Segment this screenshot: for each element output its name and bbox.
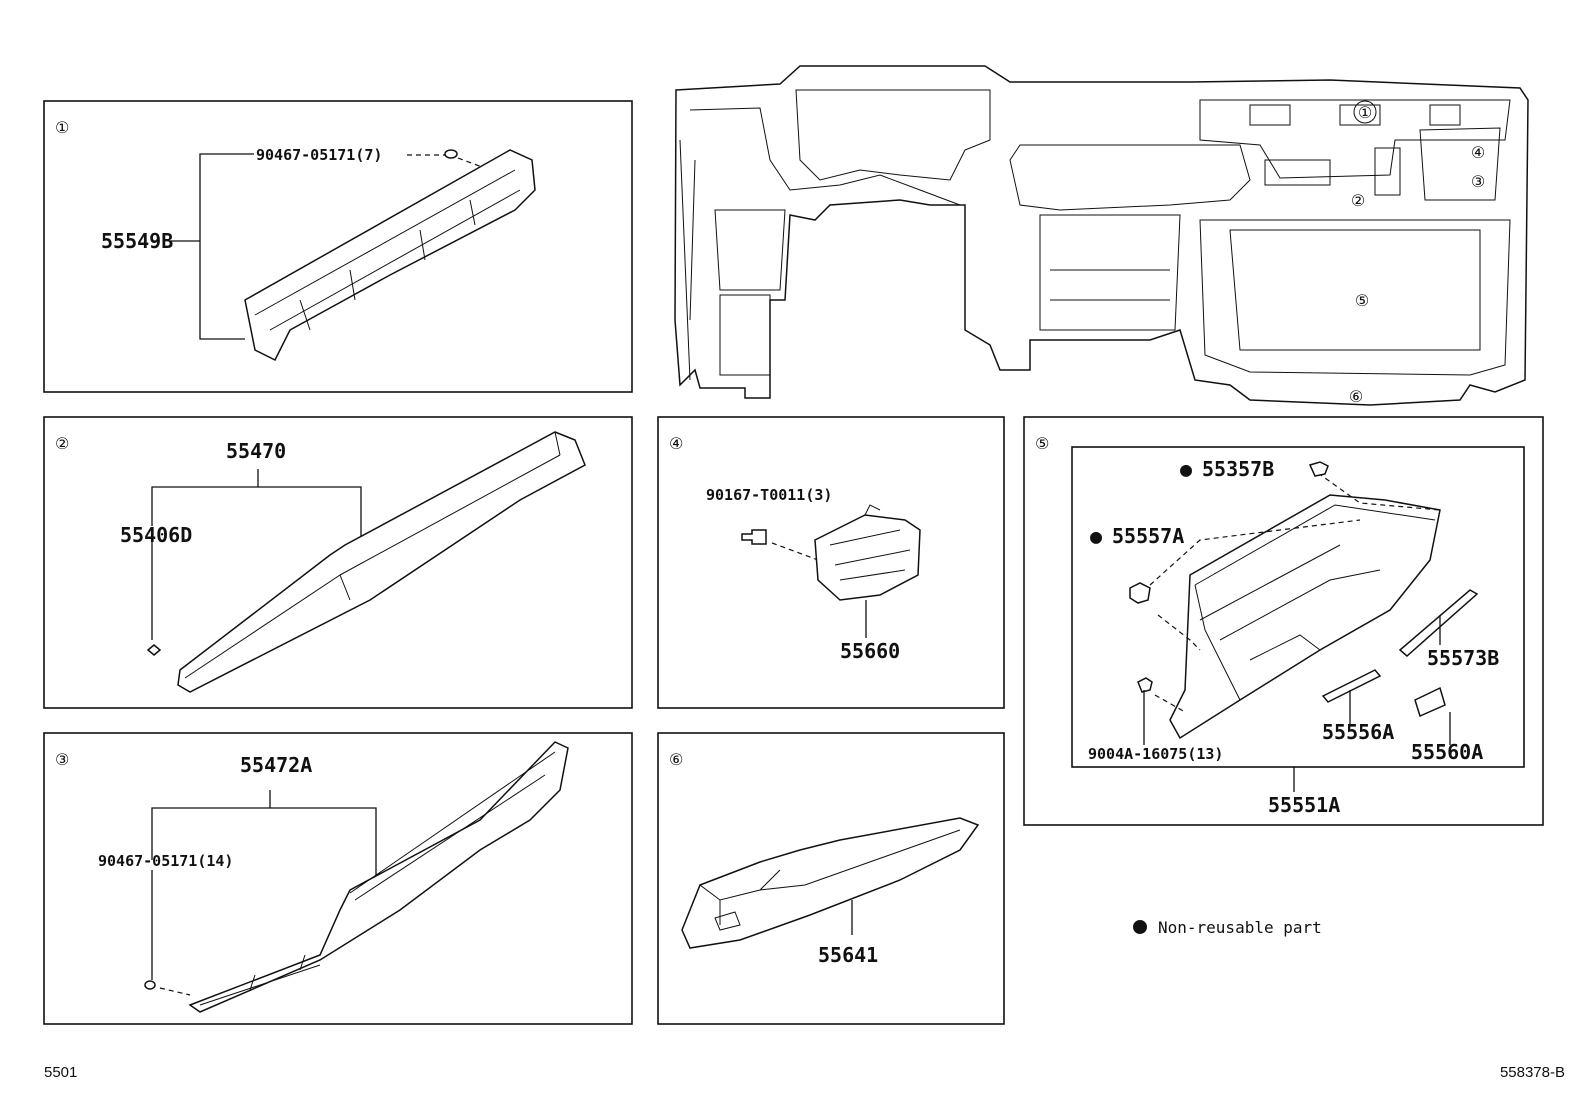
panel-5-number: ⑤ xyxy=(1035,434,1049,453)
panel-2-label-part: 55470 xyxy=(226,439,286,463)
panel-1-label-part: 55549B xyxy=(101,229,173,253)
non-reusable-note: Non-reusable part xyxy=(1158,918,1322,937)
instrument-panel-overview: ① ② ③ ④ ⑤ ⑥ xyxy=(674,65,1529,406)
legend-note: Non-reusable part xyxy=(1133,918,1322,937)
footer-left-code: 5501 xyxy=(44,1064,77,1081)
panel-5-bullet-a: ● xyxy=(1180,457,1192,481)
panel-3-label-clip: 90467-05171(14) xyxy=(98,852,233,870)
overview-callout-4: ④ xyxy=(1471,143,1485,162)
panel-6: ⑥ 55641 xyxy=(657,732,1005,1025)
panel-5-bullet-b: ● xyxy=(1090,524,1102,548)
panel-5-label-clip-b: 55557A xyxy=(1112,524,1184,548)
panel-5-label-clip-a: 55357B xyxy=(1202,457,1274,481)
overview-callout-5: ⑤ xyxy=(1355,291,1369,310)
panel-6-label-part: 55641 xyxy=(818,943,878,967)
overview-callout-6: ⑥ xyxy=(1349,387,1363,406)
panel-6-number: ⑥ xyxy=(669,750,683,769)
footer-right-code: 558378-B xyxy=(1500,1064,1565,1081)
panel-1: ① 90467-05171(7) 55549B xyxy=(43,100,633,393)
panel-2-label-clip: 55406D xyxy=(120,523,192,547)
panel-5-label-screw: 9004A-16075(13) xyxy=(1088,745,1223,763)
panel-1-number: ① xyxy=(55,118,69,137)
panel-3-number: ③ xyxy=(55,750,69,769)
panel-5-label-latch: 55556A xyxy=(1322,720,1394,744)
panel-5-label-assembly: 55551A xyxy=(1268,793,1340,817)
panel-3: ③ 55472A 90467-05171(14) xyxy=(43,732,633,1025)
panel-2-number: ② xyxy=(55,434,69,453)
panel-4-label-part: 55660 xyxy=(840,639,900,663)
panel-3-label-part: 55472A xyxy=(240,753,312,777)
panel-4: ④ 90167-T0011(3) 55660 xyxy=(657,416,1005,709)
panel-5-label-rod: 55573B xyxy=(1427,646,1499,670)
overview-callout-3: ③ xyxy=(1471,172,1485,191)
panel-5: ⑤ ● 55357B ● 55557A 9004A-16075(13) 5555… xyxy=(1023,416,1544,826)
panel-5-label-handle: 55560A xyxy=(1411,740,1483,764)
overview-callout-1: ① xyxy=(1358,103,1372,122)
panel-4-label-screw: 90167-T0011(3) xyxy=(706,486,832,504)
panel-1-label-clip: 90467-05171(7) xyxy=(256,146,382,164)
panel-2: ② 55470 55406D xyxy=(43,416,633,709)
non-reusable-bullet-icon xyxy=(1133,920,1147,934)
overview-callout-2: ② xyxy=(1351,191,1365,210)
panel-4-number: ④ xyxy=(669,434,683,453)
